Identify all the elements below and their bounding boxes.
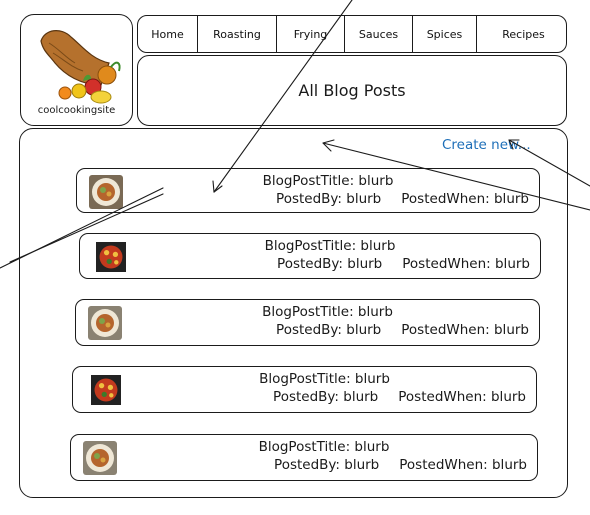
nav-tab-roasting[interactable]: Roasting (198, 16, 277, 52)
page-header: All Blog Posts (137, 55, 567, 126)
post-title: BlogPostTitle: blurb (258, 439, 390, 455)
post-meta: PostedBy: blurb PostedWhen: blurb (276, 191, 529, 207)
pizza-icon (91, 375, 121, 405)
post-author: PostedBy: blurb (273, 389, 379, 405)
post-meta: PostedBy: blurb PostedWhen: blurb (277, 256, 530, 272)
post-title: BlogPostTitle: blurb (262, 304, 393, 320)
nav-tab-home[interactable]: Home (138, 16, 198, 52)
post-title: BlogPostTitle: blurb (264, 238, 396, 254)
post-author: PostedBy: blurb (276, 322, 382, 338)
logo-caption: coolcookingsite (37, 105, 116, 116)
post-meta: PostedBy: blurb PostedWhen: blurb (276, 322, 529, 338)
page-title: All Blog Posts (298, 81, 406, 100)
post-date: PostedWhen: blurb (398, 389, 526, 405)
nav-tab-frying[interactable]: Frying (277, 16, 345, 52)
post-author: PostedBy: blurb (277, 256, 383, 272)
nav-tab-recipes[interactable]: Recipes (502, 27, 545, 41)
post-date: PostedWhen: blurb (401, 322, 529, 338)
post-date: PostedWhen: blurb (401, 191, 529, 207)
dish-plate-icon (88, 306, 122, 340)
post-title: BlogPostTitle: blurb (262, 173, 394, 189)
post-title: BlogPostTitle: blurb (259, 371, 390, 387)
post-date: PostedWhen: blurb (399, 457, 527, 473)
post-author: PostedBy: blurb (274, 457, 380, 473)
post-author: PostedBy: blurb (276, 191, 382, 207)
post-date: PostedWhen: blurb (402, 256, 530, 272)
cornucopia-icon (40, 30, 121, 104)
post-meta: PostedBy: blurb PostedWhen: blurb (273, 389, 526, 405)
nav-tab-sauces[interactable]: Sauces (345, 16, 413, 52)
site-logo[interactable]: coolcookingsite (20, 14, 133, 126)
post-meta: PostedBy: blurb PostedWhen: blurb (274, 457, 527, 473)
create-new-link[interactable]: Create new... (442, 137, 531, 153)
dish-plate-icon (83, 441, 117, 475)
main-nav: Home Roasting Frying Sauces Spices Recip… (137, 15, 567, 53)
nav-tab-spices[interactable]: Spices (413, 16, 477, 52)
